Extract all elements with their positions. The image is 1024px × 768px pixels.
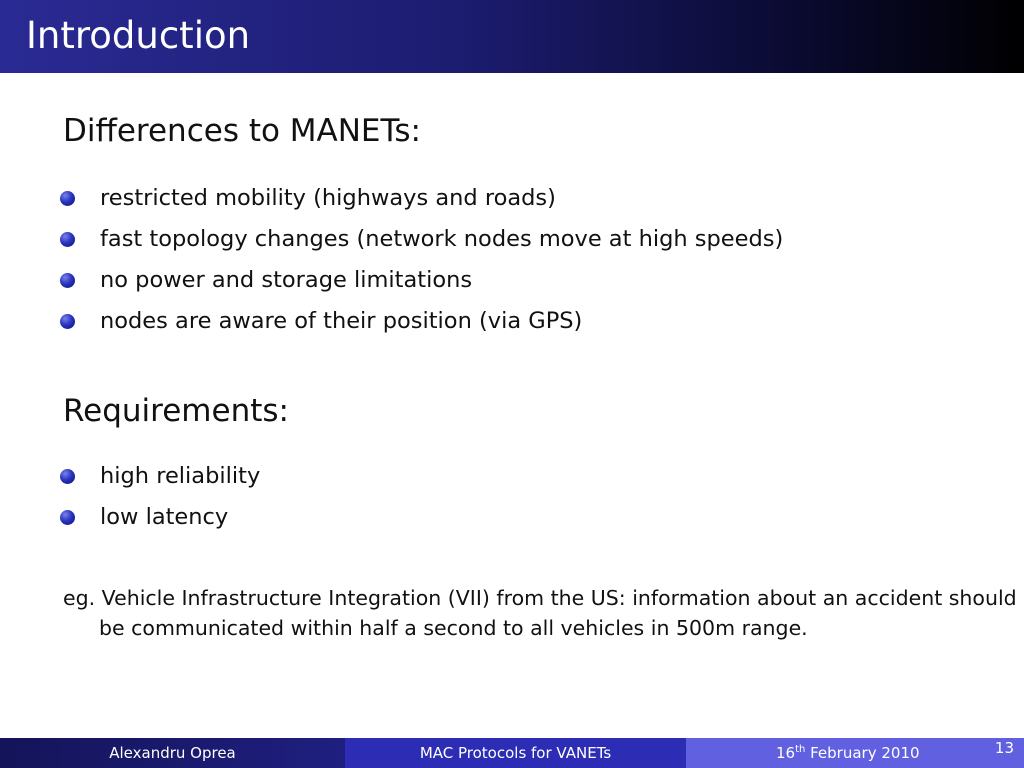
bullet-list-differences: restricted mobility (highways and roads)… <box>60 178 783 342</box>
slide-content: Differences to MANETs: restricted mobili… <box>60 113 1017 640</box>
footer-date: 16th February 2010 <box>776 738 920 768</box>
footer-date-cell: 16th February 2010 13 <box>686 738 1024 768</box>
bullet-text: high reliability <box>100 463 261 489</box>
date-rest: February 2010 <box>805 744 920 762</box>
bullet-dot-icon <box>60 314 75 329</box>
list-item: high reliability <box>60 456 260 497</box>
list-item: restricted mobility (highways and roads) <box>60 178 783 219</box>
list-item: low latency <box>60 497 260 538</box>
bullet-text: nodes are aware of their position (via G… <box>100 308 583 334</box>
slide-footer: Alexandru Oprea MAC Protocols for VANETs… <box>0 738 1024 768</box>
footer-presentation-title: MAC Protocols for VANETs <box>345 738 686 768</box>
page-number: 13 <box>994 739 1014 757</box>
bullet-text: low latency <box>100 504 229 530</box>
bullet-dot-icon <box>60 273 75 288</box>
bullet-dot-icon <box>60 232 75 247</box>
list-item: fast topology changes (network nodes mov… <box>60 219 783 260</box>
bullet-text: restricted mobility (highways and roads) <box>100 185 556 211</box>
example-paragraph: eg. Vehicle Infrastructure Integration (… <box>63 586 1017 640</box>
date-suffix: th <box>795 744 806 755</box>
bullet-text: no power and storage limitations <box>100 267 473 293</box>
bullet-text: fast topology changes (network nodes mov… <box>100 226 784 252</box>
footer-author: Alexandru Oprea <box>0 738 345 768</box>
list-item: nodes are aware of their position (via G… <box>60 301 783 342</box>
date-day: 16 <box>776 744 796 762</box>
list-item: no power and storage limitations <box>60 260 783 301</box>
bullet-list-requirements: high reliability low latency <box>60 456 260 538</box>
bullet-dot-icon <box>60 469 75 484</box>
bullet-dot-icon <box>60 191 75 206</box>
title-bar: Introduction <box>0 0 1024 73</box>
bullet-dot-icon <box>60 510 75 525</box>
slide-title: Introduction <box>26 14 251 57</box>
section-heading-differences: Differences to MANETs: <box>63 113 421 149</box>
section-heading-requirements: Requirements: <box>63 393 289 429</box>
